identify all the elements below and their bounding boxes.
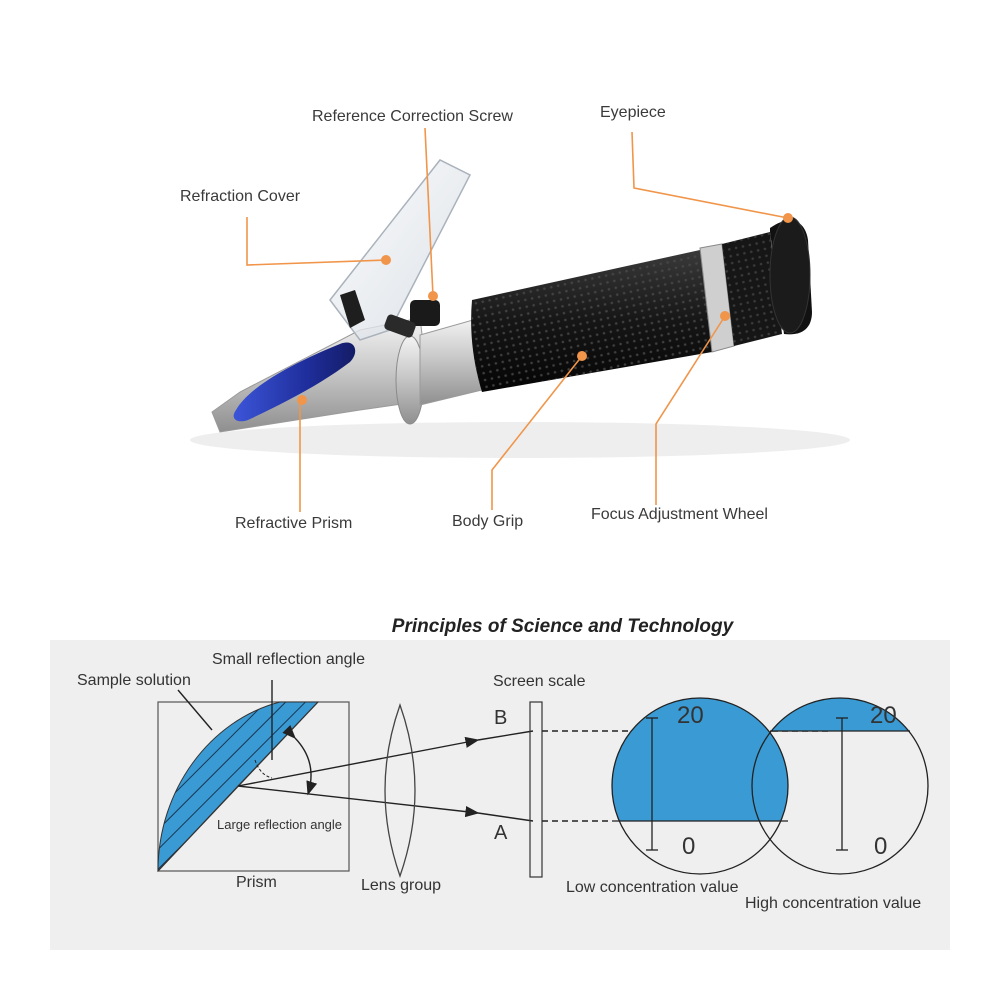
dot-refractive-prism: [297, 395, 307, 405]
ray-lower-2: [477, 812, 534, 822]
principles-panel: Small reflection angle Sample solution L…: [50, 640, 950, 950]
screen-scale-bar: [529, 701, 543, 878]
focus-wheel-knurl: [722, 232, 782, 346]
ray-upper-2: [477, 730, 534, 741]
label-high-scale-min: 0: [874, 833, 888, 860]
label-sample-solution: Sample solution: [77, 672, 191, 689]
refractometer-illustration: [190, 127, 850, 512]
label-large-reflection-angle: Large reflection angle: [217, 817, 343, 832]
label-screen-scale: Screen scale: [493, 673, 586, 690]
leader-focus-wheel: [655, 315, 726, 505]
refractive-prism-glass: [233, 342, 356, 422]
label-high-scale-max: 20: [870, 702, 897, 729]
ray-lower-1: [237, 785, 480, 818]
leader-body-grip: [491, 355, 583, 510]
label-point-b: B: [494, 707, 508, 729]
sample-solution-region: [157, 701, 320, 873]
prism-square: [157, 701, 350, 872]
ray-upper-1: [237, 736, 480, 787]
leader-eyepiece: [631, 131, 789, 219]
cover-hinge: [340, 290, 365, 328]
refraction-cover-lid: [329, 159, 472, 341]
label-low-concentration-value: Low concentration value: [566, 879, 739, 896]
dot-focus-wheel: [720, 311, 730, 321]
callout-reference-correction-screw: Reference Correction Screw: [312, 108, 513, 125]
callout-body-grip: Body Grip: [452, 513, 524, 530]
callout-refractive-prism: Refractive Prism: [235, 515, 353, 532]
callout-leaders: [246, 127, 789, 512]
label-low-scale-min: 0: [682, 833, 696, 860]
dot-correction-screw: [428, 291, 438, 301]
label-high-concentration-value: High concentration value: [745, 895, 922, 912]
device-shadow: [190, 422, 850, 458]
principles-diagram: [157, 680, 929, 878]
lens-shape: [384, 703, 416, 878]
eyepiece-rim: [769, 216, 811, 334]
correction-screw-knob: [410, 300, 440, 326]
dot-refraction-cover: [381, 255, 391, 265]
callout-dots: [297, 213, 793, 405]
dot-body-grip: [577, 351, 587, 361]
high-concentration-fill-group: [752, 698, 928, 731]
label-lens-group: Lens group: [361, 877, 442, 894]
high-concentration-fill: [752, 698, 928, 731]
callout-refraction-cover: Refraction Cover: [180, 188, 301, 205]
dot-eyepiece: [783, 213, 793, 223]
large-angle-arc: [282, 725, 318, 796]
cover-latch: [384, 314, 416, 338]
small-angle-arc: [254, 759, 273, 779]
principles-title: Principles of Science and Technology: [391, 616, 734, 637]
callout-eyepiece: Eyepiece: [600, 104, 666, 121]
low-concentration-circle: [611, 697, 789, 875]
body-grip-knurl: [471, 250, 712, 392]
label-prism: Prism: [236, 874, 277, 891]
label-low-scale-max: 20: [677, 702, 704, 729]
leader-refraction-cover: [246, 217, 387, 266]
callout-focus-adjustment-wheel: Focus Adjustment Wheel: [591, 506, 768, 523]
sample-leader: [177, 689, 213, 731]
label-small-reflection-angle: Small reflection angle: [212, 651, 365, 668]
leader-correction-screw: [424, 127, 434, 297]
label-point-a: A: [494, 822, 508, 844]
high-concentration-circle: [751, 697, 929, 875]
